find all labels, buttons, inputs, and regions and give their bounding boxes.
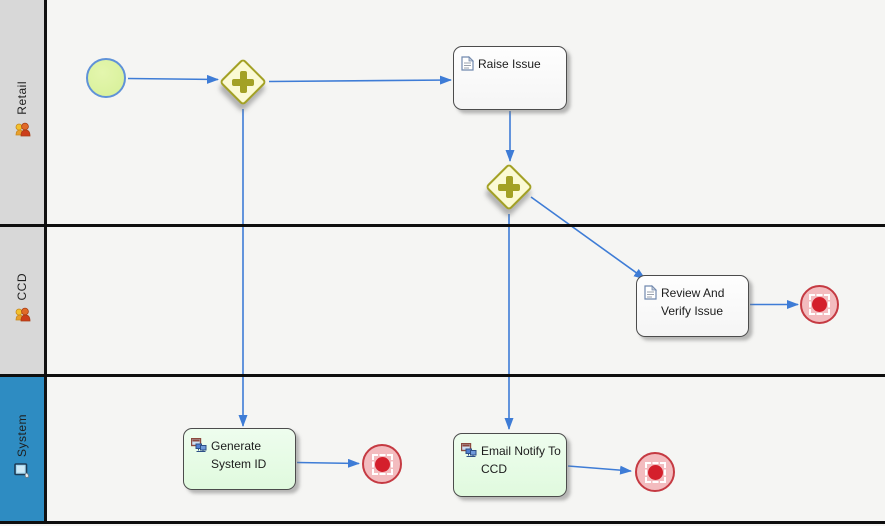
lane-retail-label: Retail <box>15 81 29 115</box>
task-review-and-verify-issue[interactable]: Review And Verify Issue <box>636 275 749 337</box>
end-event-dot <box>812 297 827 312</box>
task-label: Generate System ID <box>211 439 267 471</box>
end-event-ccd[interactable] <box>800 285 839 324</box>
lane-divider <box>0 521 885 524</box>
end-event-system-2[interactable] <box>635 452 675 492</box>
task-label: Review And Verify Issue <box>661 286 725 318</box>
start-event[interactable] <box>86 58 126 98</box>
lane-ccd[interactable]: CCD <box>0 227 885 374</box>
lane-retail[interactable]: Retail <box>0 0 885 224</box>
lane-system-label: System <box>15 413 29 457</box>
parallel-gateway-retail[interactable] <box>217 56 269 108</box>
service-icon <box>190 437 207 458</box>
people-icon <box>14 306 31 328</box>
plus-icon <box>505 176 513 198</box>
task-raise-issue[interactable]: Raise Issue <box>453 46 567 110</box>
people-icon <box>14 121 31 143</box>
lane-retail-header[interactable]: Retail <box>0 0 47 224</box>
lane-system-header[interactable]: System <box>0 377 47 521</box>
task-generate-system-id[interactable]: Generate System ID <box>183 428 296 490</box>
end-event-inner <box>809 294 830 315</box>
lane-divider <box>0 374 885 377</box>
lane-ccd-label: CCD <box>15 272 29 301</box>
plus-icon <box>239 71 247 93</box>
end-event-dot <box>647 464 663 480</box>
lane-divider <box>0 224 885 227</box>
service-icon <box>460 442 477 463</box>
end-event-system-1[interactable] <box>362 444 402 484</box>
document-icon <box>461 56 474 76</box>
end-event-dot <box>374 456 390 472</box>
task-email-notify-to-ccd[interactable]: Email Notify To CCD <box>453 433 567 497</box>
task-label: Email Notify To CCD <box>481 444 561 476</box>
task-label: Raise Issue <box>478 57 541 71</box>
end-event-inner <box>371 453 393 475</box>
parallel-gateway-issue[interactable] <box>483 161 535 213</box>
computer-icon <box>13 463 31 484</box>
lane-system[interactable]: System <box>0 377 885 521</box>
lane-ccd-body <box>47 227 885 374</box>
lane-retail-body <box>47 0 885 224</box>
document-icon <box>644 285 657 305</box>
end-event-inner <box>644 461 666 483</box>
lane-ccd-header[interactable]: CCD <box>0 227 47 374</box>
